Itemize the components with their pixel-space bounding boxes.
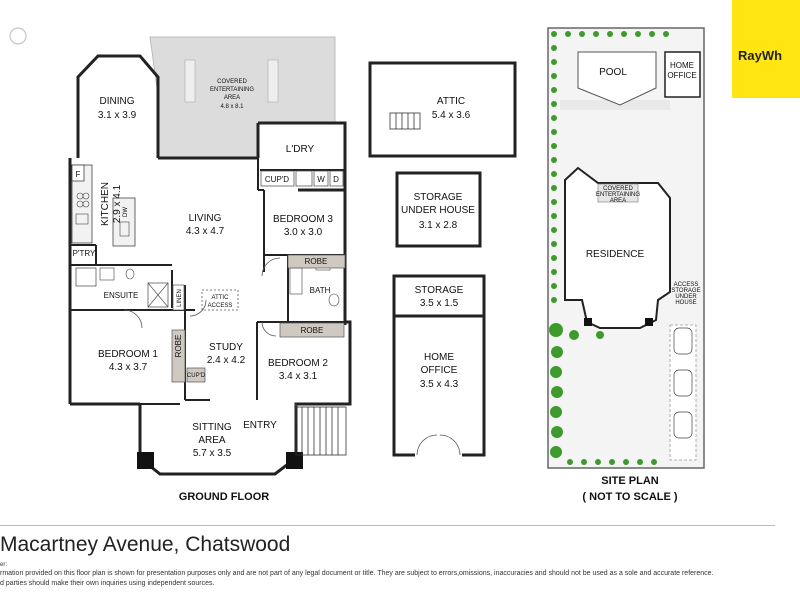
disclaimer-heading: er: <box>0 562 8 568</box>
site-home-office <box>664 51 701 98</box>
storage-under-size: 3.1 x 2.8 <box>419 220 458 231</box>
attic-room <box>368 61 517 158</box>
storage-label: STORAGE <box>415 285 464 296</box>
covered-area-size: 4.8 x 8.1 <box>220 104 244 110</box>
dryer-label: D <box>333 175 339 184</box>
fridge-label: F <box>76 170 81 179</box>
site-covered-3: AREA <box>610 198 626 204</box>
ground-floor: DINING 3.1 x 3.9 COVERED ENTERTAINING AR… <box>9 27 352 503</box>
property-address: Macartney Avenue, Chatswood <box>0 533 291 556</box>
site-plan-title: SITE PLAN <box>601 475 659 487</box>
fridge-box <box>71 164 85 182</box>
attic-access-hatch <box>201 289 239 311</box>
ensuite-label: ENSUITE <box>104 291 139 300</box>
study-label: STUDY <box>209 342 243 353</box>
sitting-label: SITTING <box>192 422 232 433</box>
kitchen-label: KITCHEN <box>100 182 111 226</box>
robe-bedroom2-label: ROBE <box>301 326 324 335</box>
storage-room <box>392 274 486 318</box>
attic-label: ATTIC <box>437 96 465 107</box>
linen-label: LINEN <box>177 289 183 307</box>
home-office-line2: OFFICE <box>421 365 458 376</box>
attic-size: 5.4 x 3.6 <box>432 110 471 121</box>
kitchen-size: 2.9 x 4.1 <box>112 184 123 223</box>
site-access-3: UNDER <box>675 294 697 300</box>
bedroom1-label: BEDROOM 1 <box>98 349 158 360</box>
bedroom2-label: BEDROOM 2 <box>268 358 328 369</box>
disclaimer-line-2: d parties should make their own inquirie… <box>0 580 215 587</box>
footer-divider <box>0 525 775 526</box>
entry-label: ENTRY <box>243 420 277 431</box>
disclaimer-line-1: rmation provided on this floor plan is s… <box>0 570 714 577</box>
linen <box>172 284 185 311</box>
home-office-size: 3.5 x 4.3 <box>420 379 459 390</box>
study-cupboard-label: CUP'D <box>187 373 206 379</box>
outbuildings: ATTIC 5.4 x 3.6 STORAGE UNDER HOUSE 3.1 … <box>368 61 517 457</box>
pool <box>577 51 657 106</box>
study-size: 2.4 x 4.2 <box>207 355 246 366</box>
pantry-label: P'TRY <box>73 249 96 258</box>
laundry-label: L'DRY <box>286 144 315 155</box>
bedroom3-label: BEDROOM 3 <box>273 214 333 225</box>
home-office-room <box>392 314 486 457</box>
cupboard-label: CUP'D <box>265 175 289 184</box>
site-residence-label: RESIDENCE <box>586 249 645 260</box>
living-size: 4.3 x 4.7 <box>186 226 225 237</box>
covered-area-line3: AREA <box>224 95 240 101</box>
storage-size: 3.5 x 1.5 <box>420 298 459 309</box>
cupboard-study <box>186 367 206 383</box>
robe-bedroom2 <box>279 322 345 338</box>
site-access-1: ACCESS <box>674 282 699 288</box>
sitting-label-2: AREA <box>198 435 226 446</box>
floor-plan: DINING 3.1 x 3.9 COVERED ENTERTAINING AR… <box>9 27 705 503</box>
ground-floor-title: GROUND FLOOR <box>179 491 269 503</box>
covered-area-line2: ENTERTAINING <box>210 87 254 93</box>
attic-access-line2: ACCESS <box>208 303 233 309</box>
bedroom1-size: 4.3 x 3.7 <box>109 362 148 373</box>
sitting-size: 5.7 x 3.5 <box>193 448 232 459</box>
site-plan: POOL HOME OFFICE COVERED ENTERTAINING AR… <box>547 27 705 503</box>
storage-under-line1: STORAGE <box>414 192 463 203</box>
storage-under-line2: UNDER HOUSE <box>401 205 475 216</box>
bedroom3-size: 3.0 x 3.0 <box>284 227 323 238</box>
dishwasher-label: DW <box>123 207 129 217</box>
cupboard-box <box>260 170 295 187</box>
robe-bedroom3-label: ROBE <box>305 257 328 266</box>
bath-label: BATH <box>310 286 331 295</box>
brand-logo: RayWh <box>732 0 800 98</box>
site-access-4: HOUSE <box>675 300 696 306</box>
entry-stairs <box>295 406 347 456</box>
site-covered-2: ENTERTAINING <box>596 192 640 198</box>
storage-under-house-room <box>395 171 482 248</box>
washer-label: W <box>317 175 325 184</box>
site-home-office-1: HOME <box>670 61 694 70</box>
brand-logo-text: RayWh <box>738 48 783 63</box>
site-covered-1: COVERED <box>603 186 633 192</box>
site-residence <box>564 166 671 329</box>
dining-size: 3.1 x 3.9 <box>98 110 137 121</box>
home-office-line1: HOME <box>424 352 454 363</box>
covered-area-line1: COVERED <box>217 79 247 85</box>
robe-bedroom1-label: ROBE <box>174 335 183 358</box>
dining-bay-wall <box>76 54 160 158</box>
covered-entertaining-area <box>149 36 336 159</box>
attic-access-line1: ATTIC <box>212 295 230 301</box>
site-trees <box>549 31 669 465</box>
site-access-2: STORAGE <box>671 288 700 294</box>
site-plan-scale: ( NOT TO SCALE ) <box>582 491 677 503</box>
bedroom2-size: 3.4 x 3.1 <box>279 371 318 382</box>
living-label: LIVING <box>189 213 222 224</box>
site-home-office-2: OFFICE <box>667 71 696 80</box>
robe-bedroom3 <box>287 254 346 269</box>
dining-label: DINING <box>100 96 135 107</box>
site-pool-label: POOL <box>599 67 627 78</box>
robe-bedroom1 <box>171 329 186 383</box>
